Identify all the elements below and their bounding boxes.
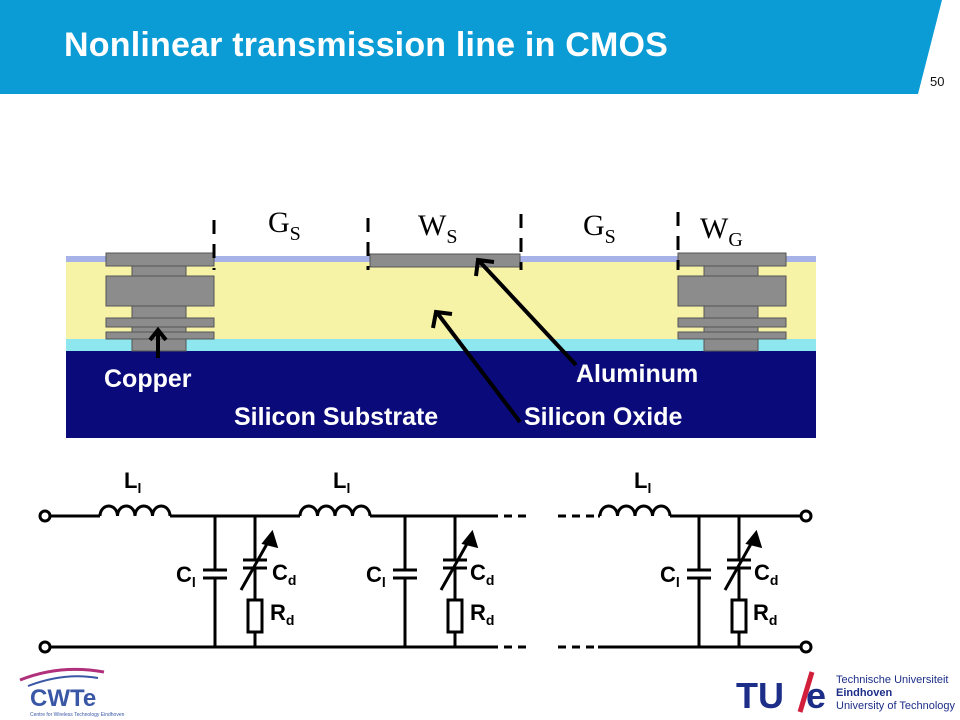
circuit-labels: Ll Ll Ll Cl Cl Cl Cd Cd Cd Rd Rd Rd xyxy=(124,468,778,628)
terminal-in-bottom xyxy=(38,640,52,654)
aluminum-label: Aluminum xyxy=(576,360,698,388)
left-ground-metal-stack xyxy=(105,252,215,352)
terminal-out-bottom xyxy=(799,640,813,654)
resistor-rd-1 xyxy=(246,598,264,647)
resistor-rd-3 xyxy=(730,598,748,647)
cwte-tagline: Centre for Wireless Technology Eindhoven xyxy=(30,712,125,718)
cwte-swoosh-icon xyxy=(19,667,105,682)
title-bar-shape xyxy=(0,0,942,94)
wg-label: WG xyxy=(700,212,743,251)
tue-wordmark-e: e xyxy=(806,675,826,716)
capacitor-label-2: Cl xyxy=(366,562,386,590)
page-number: 50 xyxy=(930,74,945,89)
copper-label: Copper xyxy=(104,365,192,393)
inductor-label-2: Ll xyxy=(333,468,350,496)
arrow-silicon-oxide xyxy=(431,309,522,424)
inductor-label-1: Ll xyxy=(124,468,141,496)
right-ground-metal-stack xyxy=(677,252,787,352)
arrow-aluminum xyxy=(474,257,578,367)
inductor-label-3: Ll xyxy=(634,468,651,496)
capacitor-label-3: Cl xyxy=(660,562,680,590)
inductor-3 xyxy=(598,504,672,517)
resistor-label-3: Rd xyxy=(753,600,777,628)
arrow-copper xyxy=(148,326,168,358)
resistor-label-2: Rd xyxy=(470,600,494,628)
tue-slash xyxy=(797,671,815,713)
ws-label: WS xyxy=(418,209,457,248)
signal-aluminum-strip xyxy=(369,253,521,268)
cross-section: GS WS GS WG Copper Aluminum Silicon Subs… xyxy=(66,206,816,438)
resistor-rd-2 xyxy=(446,598,464,647)
inductor-2 xyxy=(298,504,372,517)
terminal-in-top xyxy=(38,509,52,523)
varactor-label-1: Cd xyxy=(272,560,296,588)
varactor-label-3: Cd xyxy=(754,560,778,588)
capacitor-cl-3 xyxy=(687,516,711,647)
title-bar xyxy=(0,0,942,94)
gs-label-right: GS xyxy=(583,209,616,248)
terminal-out-top xyxy=(799,509,813,523)
capacitor-cl-1 xyxy=(203,516,227,647)
tue-line1: Technische Universiteit xyxy=(836,674,949,686)
varactor-cd-2 xyxy=(439,516,479,600)
tue-line3: University of Technology xyxy=(836,700,956,712)
silicon-substrate-layer xyxy=(66,351,816,438)
capacitor-cl-2 xyxy=(393,516,417,647)
gs-label-left: GS xyxy=(268,206,301,245)
varactor-cd-3 xyxy=(723,516,763,600)
varactor-cd-1 xyxy=(239,516,279,600)
dimension-markers xyxy=(212,212,680,270)
inductor-1 xyxy=(98,504,172,517)
cwte-name: CWTe xyxy=(30,685,96,712)
tue-logo: TU e Technische Universiteit Eindhoven U… xyxy=(736,671,956,716)
silicon-oxide-label: Silicon Oxide xyxy=(524,403,682,431)
tue-line2: Eindhoven xyxy=(836,687,893,699)
slide-title: Nonlinear transmission line in CMOS xyxy=(64,26,668,64)
cwte-logo: CWTe Centre for Wireless Technology Eind… xyxy=(19,667,125,718)
circuit-schematic xyxy=(38,504,813,654)
capacitor-label-1: Cl xyxy=(176,562,196,590)
etch-stop-layer xyxy=(66,339,816,351)
varactor-label-2: Cd xyxy=(470,560,494,588)
silicon-substrate-label: Silicon Substrate xyxy=(234,403,438,431)
tue-wordmark-tu: TU xyxy=(736,675,784,716)
resistor-label-1: Rd xyxy=(270,600,294,628)
